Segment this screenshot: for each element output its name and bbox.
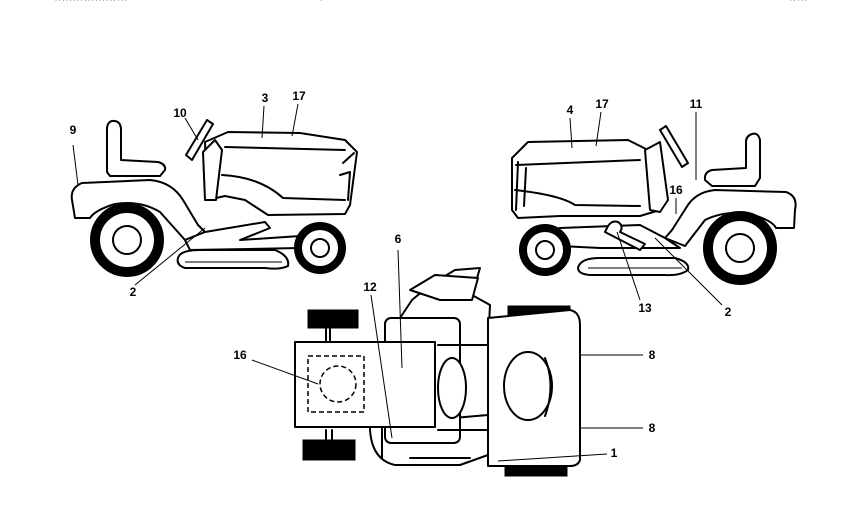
callout-16-top: 16 [233,348,247,362]
callout-8-lower: 8 [649,421,656,435]
leader-3 [261,105,265,139]
callout-2-right: 2 [725,305,732,319]
grille-right [515,161,527,211]
mower-deck-right [577,257,690,277]
front-wheel-left-tire [294,222,346,274]
rear-wheel-left-tire [90,203,164,277]
seat-right [703,132,761,187]
hood-left [204,131,358,216]
rear-seat-top [503,351,553,421]
steering-wheel-left [185,119,214,161]
callout-6: 6 [395,232,402,246]
front-wheel-top-upper [307,309,359,329]
hood-left-line [221,146,346,201]
leader-17-right [595,111,602,147]
seat-left [106,119,167,177]
callout-4: 4 [567,103,574,117]
leader-6 [397,249,403,369]
rear-seat-top-line [544,357,552,417]
mower-deck-left [176,249,290,270]
callout-13: 13 [638,301,652,315]
leader-13 [616,231,641,301]
callout-9: 9 [70,123,77,137]
rear-wheel-right-hub [725,233,755,263]
tractor-right-side-view [511,125,797,285]
leader-10 [184,117,199,141]
callout-2-left: 2 [130,285,137,299]
header-fragments: · · · · · · · · · · · · · · · · · · · · … [55,0,807,4]
callout-16-right: 16 [669,183,683,197]
dashboard-top [437,357,467,419]
front-wheel-top-lower [302,439,356,461]
header-fragment-left: · · · · · · · · · · · · · · · · · · · · [55,0,127,4]
steering-column-left [202,139,223,201]
callout-1: 1 [611,446,618,460]
seat-top [409,274,479,301]
leader-2-left [134,227,206,286]
front-deck-top [294,341,436,428]
front-wheel-right-tire [519,224,571,276]
header-fragment-right: · · · · · [790,0,807,4]
rear-wheel-top-lower [504,465,568,477]
callout-8-upper: 8 [649,348,656,362]
leader-1 [497,453,608,462]
dash-top-line [437,344,489,431]
callout-labels: 9 10 3 17 2 4 17 11 16 13 2 6 12 16 8 8 … [70,89,732,460]
callout-3: 3 [262,91,269,105]
front-wheel-right-hub [535,240,555,260]
tractor-left-side-view [70,119,358,277]
callout-17-right: 17 [595,97,609,111]
leader-4 [569,117,573,149]
callout-11: 11 [690,97,703,111]
leader-17-left [291,103,299,137]
tractor-top-view [294,267,581,477]
front-wheel-left-hub [310,238,330,258]
rear-wheel-right-tire [703,211,777,285]
callout-12: 12 [363,280,377,294]
lift-lever-right [604,220,646,251]
leader-2-right [654,237,723,306]
leader-9 [72,144,79,186]
callout-10: 10 [173,106,187,120]
steering-column-right [644,141,669,213]
deck-decal-outline [307,355,365,413]
deck-decal-circle [319,365,357,403]
grille-left [339,152,355,201]
leader-lines [72,103,723,462]
rear-wheel-left-hub [112,225,142,255]
steering-wheel-right [659,125,689,168]
leader-16-top [251,359,319,385]
rear-body-right [664,189,797,247]
header-fragment-mid: · [320,0,322,4]
axle-top [325,327,333,441]
hood-right-line [514,159,641,207]
callout-17-left: 17 [292,89,306,103]
leader-12 [370,294,393,439]
